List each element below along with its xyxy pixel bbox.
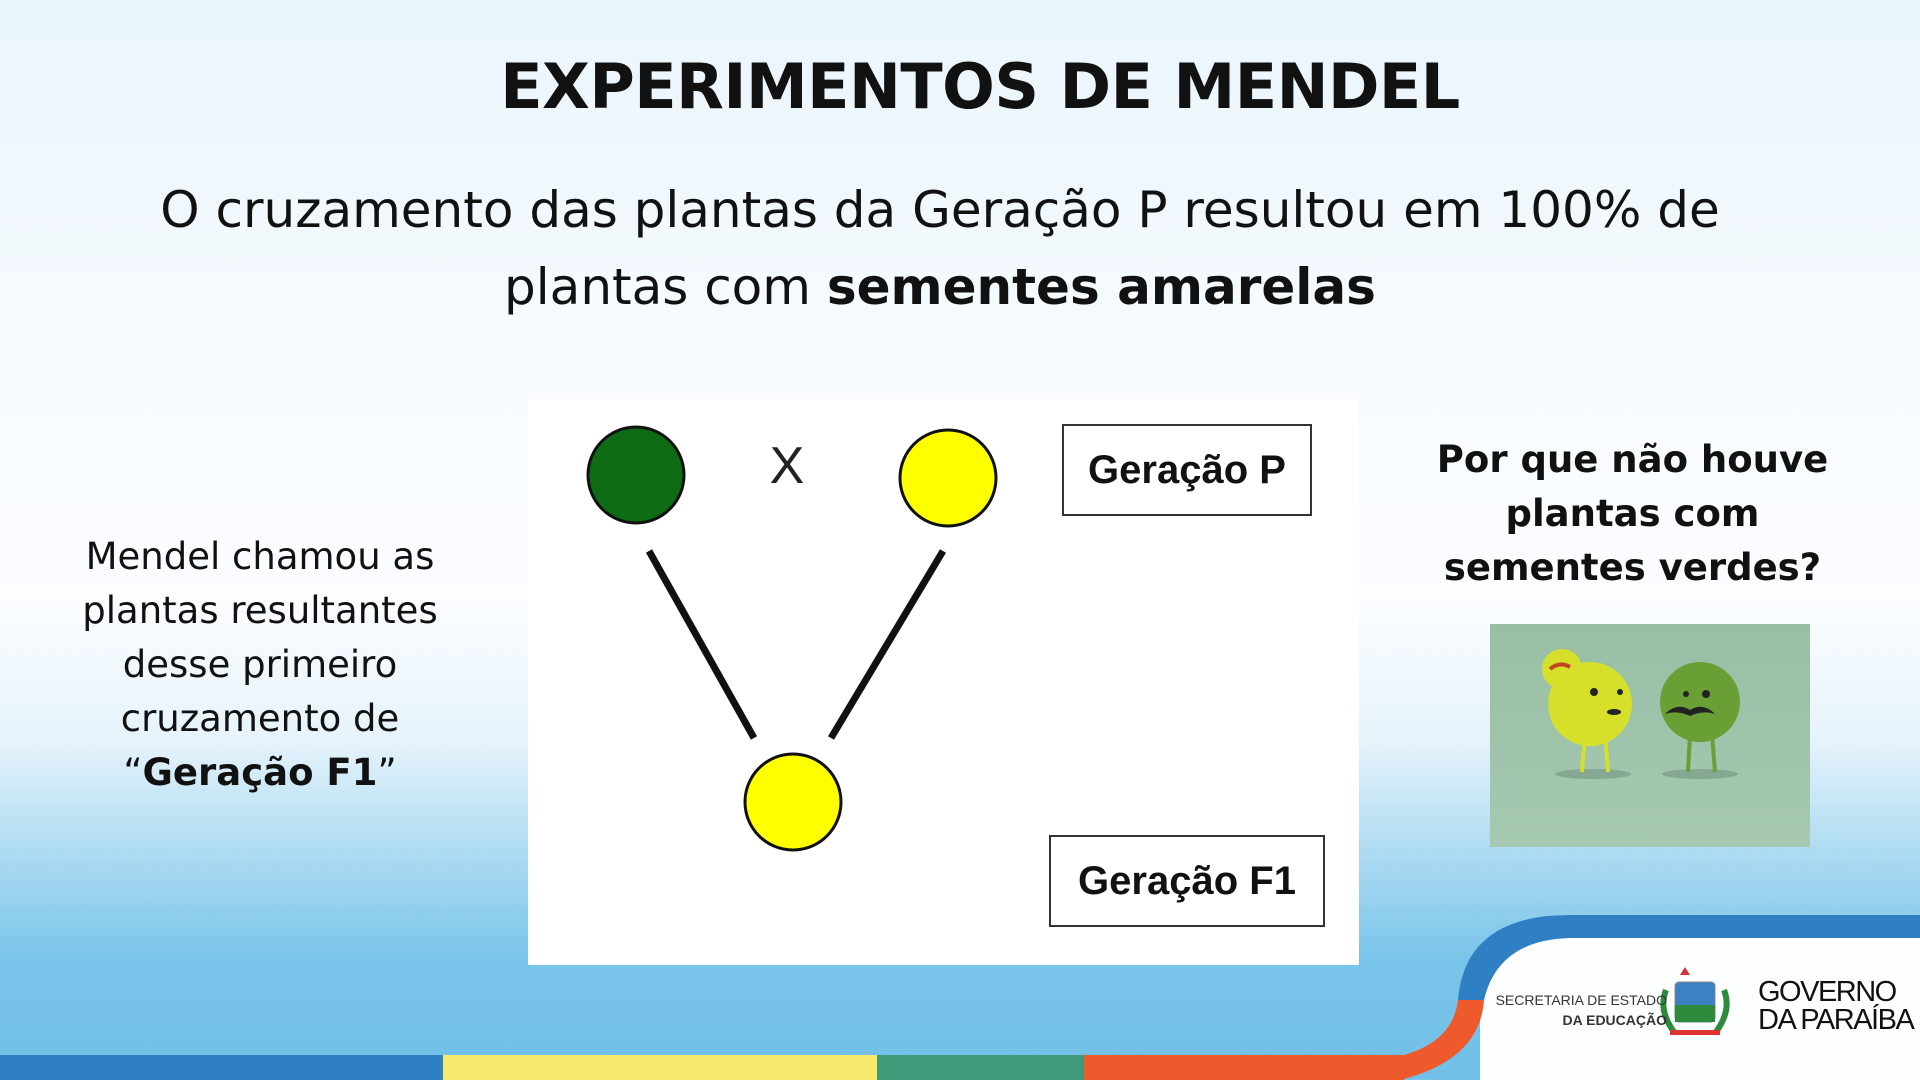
governo-line1: GOVERNO <box>1758 976 1897 1008</box>
left-explanation: Mendel chamou as plantas resultantes des… <box>40 530 480 800</box>
secretaria-label: SECRETARIA DE ESTADO DA EDUCAÇÃO <box>1480 990 1667 1030</box>
parana-coat-of-arms-icon <box>1660 967 1730 1035</box>
peas-cartoon-image <box>1490 624 1810 847</box>
cross-symbol: X <box>770 437 805 495</box>
secretaria-line2: DA EDUCAÇÃO <box>1562 1012 1667 1028</box>
subtitle-text: O cruzamento das plantas da Geração P re… <box>160 181 1720 316</box>
footer-stripe-blue <box>0 1055 443 1080</box>
secretaria-line1: SECRETARIA DE ESTADO <box>1495 992 1667 1008</box>
cross-line-right <box>827 549 947 740</box>
footer-banner <box>1380 915 1920 1080</box>
label-generation-p: Geração P <box>1062 424 1312 516</box>
footer-stripe-orange <box>1084 1055 1404 1080</box>
slide-title: EXPERIMENTOS DE MENDEL <box>500 50 1460 123</box>
governo-line2: DA PARAÍBA <box>1758 1004 1915 1036</box>
yellow-pea-parent <box>898 428 998 528</box>
diagram-graphics: X <box>586 425 998 852</box>
cross-line-left <box>645 549 758 740</box>
cross-diagram: X Geração P Geração F1 <box>528 399 1359 965</box>
left-text: Mendel chamou as plantas resultantes des… <box>82 535 438 740</box>
peas-illustration <box>1542 649 1740 779</box>
quote-open: “ <box>123 751 143 794</box>
label-generation-f1: Geração F1 <box>1049 835 1325 927</box>
slide-subtitle: O cruzamento das plantas da Geração P re… <box>80 172 1800 326</box>
quote-close: ” <box>377 751 397 794</box>
subtitle-bold: sementes amarelas <box>826 258 1376 316</box>
footer-stripe-green <box>877 1055 1084 1080</box>
left-text-bold: Geração F1 <box>142 751 378 794</box>
governo-logo-text: GOVERNO DA PARAÍBA <box>1758 976 1915 1036</box>
question-text: Por que não houve plantas com sementes v… <box>1436 438 1829 589</box>
green-pea-parent <box>586 425 686 525</box>
footer-stripe-yellow <box>443 1055 877 1080</box>
yellow-pea-f1 <box>743 752 843 852</box>
